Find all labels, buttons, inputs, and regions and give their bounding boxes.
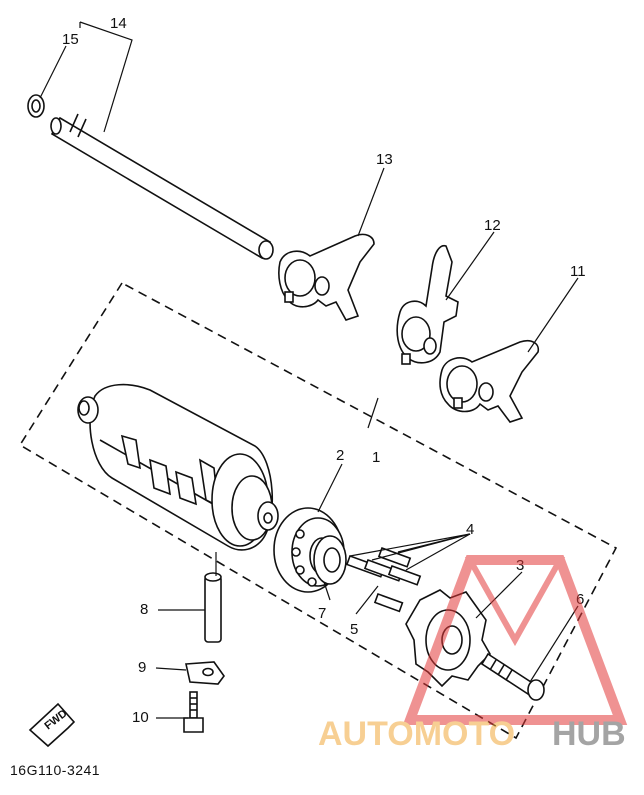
callout-10: 10 bbox=[132, 709, 149, 726]
screw bbox=[480, 652, 545, 701]
callout-1: 1 bbox=[372, 449, 380, 466]
callout-12: 12 bbox=[484, 217, 501, 234]
callout-14: 14 bbox=[110, 15, 127, 32]
callout-9: 9 bbox=[138, 659, 146, 676]
callout-15: 15 bbox=[62, 31, 79, 48]
part-code: 16G110-3241 bbox=[10, 762, 101, 778]
watermark-hub: HUB bbox=[552, 715, 626, 753]
callout-2: 2 bbox=[336, 447, 344, 464]
shift-fork-13 bbox=[278, 233, 375, 321]
stopper-plate bbox=[185, 661, 225, 685]
segment-plate bbox=[405, 589, 491, 688]
callout-8: 8 bbox=[140, 601, 148, 618]
dowel-pin bbox=[204, 572, 222, 643]
pins bbox=[345, 546, 422, 613]
callout-labels: 1 2 3 4 5 6 7 8 9 10 11 12 13 14 15 bbox=[62, 15, 586, 726]
bolt bbox=[183, 691, 204, 733]
callout-6: 6 bbox=[576, 591, 584, 608]
callout-11: 11 bbox=[570, 263, 586, 280]
assembly-boundary bbox=[18, 281, 618, 740]
callout-3: 3 bbox=[516, 557, 524, 574]
fwd-arrow: FWD bbox=[28, 702, 76, 748]
shift-fork-11 bbox=[439, 339, 540, 423]
watermark-logo: AUTOMOTO HUB bbox=[318, 555, 628, 753]
segment-ring bbox=[313, 535, 347, 585]
shift-drum bbox=[77, 383, 279, 551]
callout-4: 4 bbox=[466, 521, 474, 538]
callout-13: 13 bbox=[376, 151, 393, 168]
callout-7: 7 bbox=[318, 605, 326, 622]
shift-fork-12 bbox=[396, 244, 459, 365]
callout-5: 5 bbox=[350, 621, 358, 638]
watermark-auto: AUTOMOTO bbox=[318, 715, 515, 753]
circlip bbox=[27, 94, 45, 118]
shift-shaft bbox=[50, 113, 274, 260]
leader-lines bbox=[39, 21, 579, 719]
